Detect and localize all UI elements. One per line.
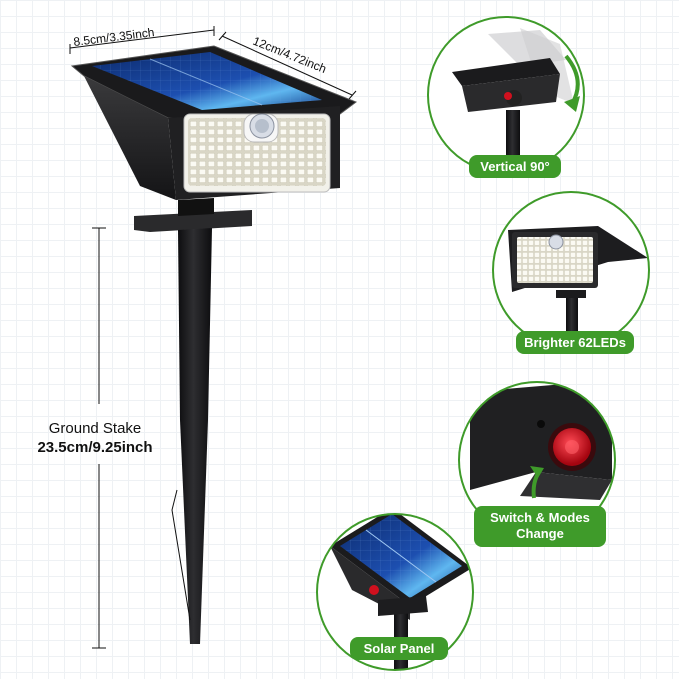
width-dimension-label: 8.5cm/3.35inch bbox=[73, 25, 155, 49]
rotate-arrow-icon bbox=[564, 96, 580, 112]
stake-size-label: Ground Stake 23.5cm/9.25inch bbox=[0, 420, 190, 458]
stake-dimension bbox=[92, 227, 106, 649]
badge-vertical-90: Vertical 90° bbox=[469, 155, 561, 178]
pivot-knob-icon bbox=[504, 92, 512, 100]
badge-switch-modes: Switch & Modes Change bbox=[474, 506, 606, 547]
lamp-head bbox=[70, 45, 358, 232]
badge-solar-panel: Solar Panel bbox=[350, 637, 448, 660]
feature-circle-switch bbox=[458, 381, 616, 539]
stake-size: 23.5cm/9.25inch bbox=[37, 438, 153, 456]
feature-circle-leds bbox=[492, 191, 650, 349]
feature-circle-rotation bbox=[427, 16, 585, 174]
badge-brighter-leds: Brighter 62LEDs bbox=[516, 331, 634, 354]
led-panel-icon bbox=[517, 237, 593, 283]
ground-stake bbox=[171, 228, 212, 644]
led-array bbox=[188, 118, 326, 186]
stake-title: Ground Stake bbox=[48, 420, 142, 437]
